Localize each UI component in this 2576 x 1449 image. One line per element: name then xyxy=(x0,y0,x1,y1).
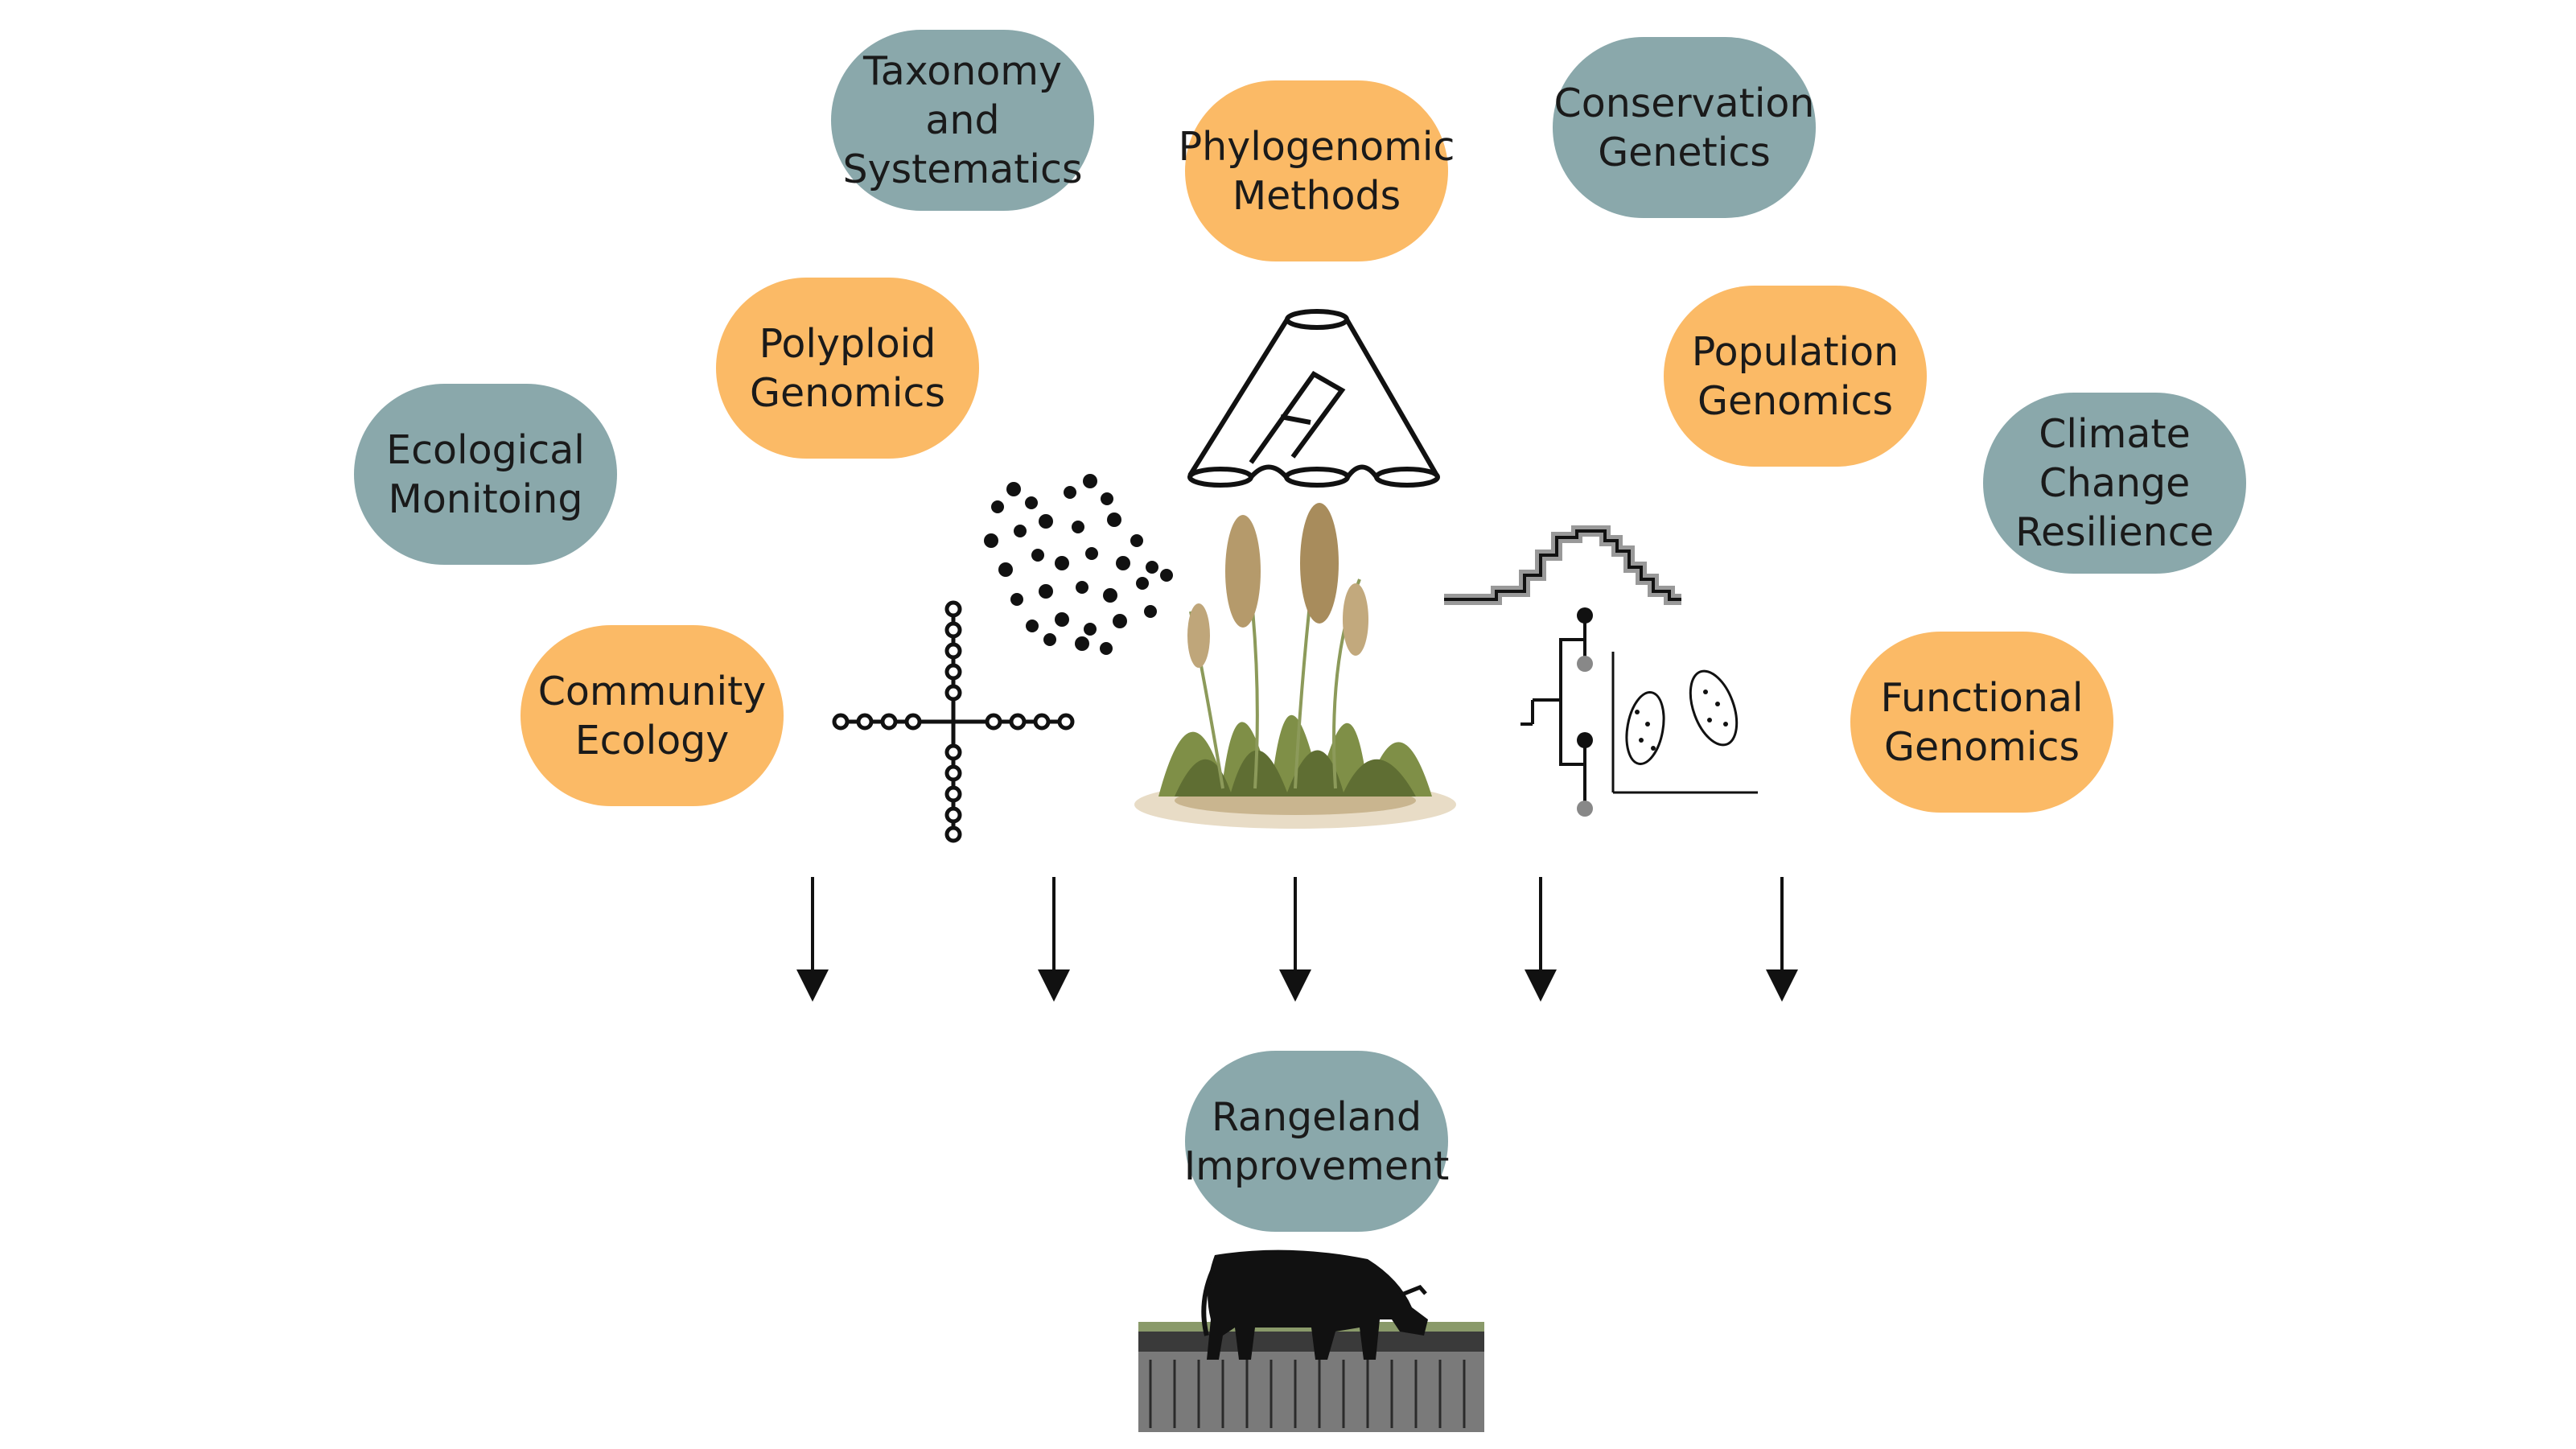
topic-polyploid-genomics: Polyploid Genomics xyxy=(716,278,979,459)
demographic-history-icon xyxy=(1444,525,1681,605)
topic-community-ecology: Community Ecology xyxy=(521,625,784,806)
phylogenetic-network-icon xyxy=(1187,309,1440,488)
topic-climate-change-resilience: Climate Change Resilience xyxy=(1983,393,2246,574)
topic-taxonomy-systematics: Taxonomy and Systematics xyxy=(831,30,1094,211)
outcome-rangeland-improvement: Rangeland Improvement xyxy=(1184,1051,1449,1232)
cross-network-icon xyxy=(832,600,1075,843)
dot-scatter-icon xyxy=(984,474,1173,655)
arrows xyxy=(796,877,1798,1002)
topic-conservation-genetics: Conservation Genetics xyxy=(1553,37,1816,218)
topic-ecological-monitoring: Ecological Monitoing xyxy=(354,384,617,565)
tree-pca-icon xyxy=(1520,607,1758,817)
topic-population-genomics: Population Genomics xyxy=(1664,286,1927,467)
topic-phylogenomic-methods: Phylogenomic Methods xyxy=(1179,80,1455,261)
grass-plant-illustration xyxy=(1134,503,1456,829)
topic-functional-genomics: Functional Genomics xyxy=(1850,632,2113,813)
grazing-cow-icon xyxy=(1138,1249,1484,1432)
